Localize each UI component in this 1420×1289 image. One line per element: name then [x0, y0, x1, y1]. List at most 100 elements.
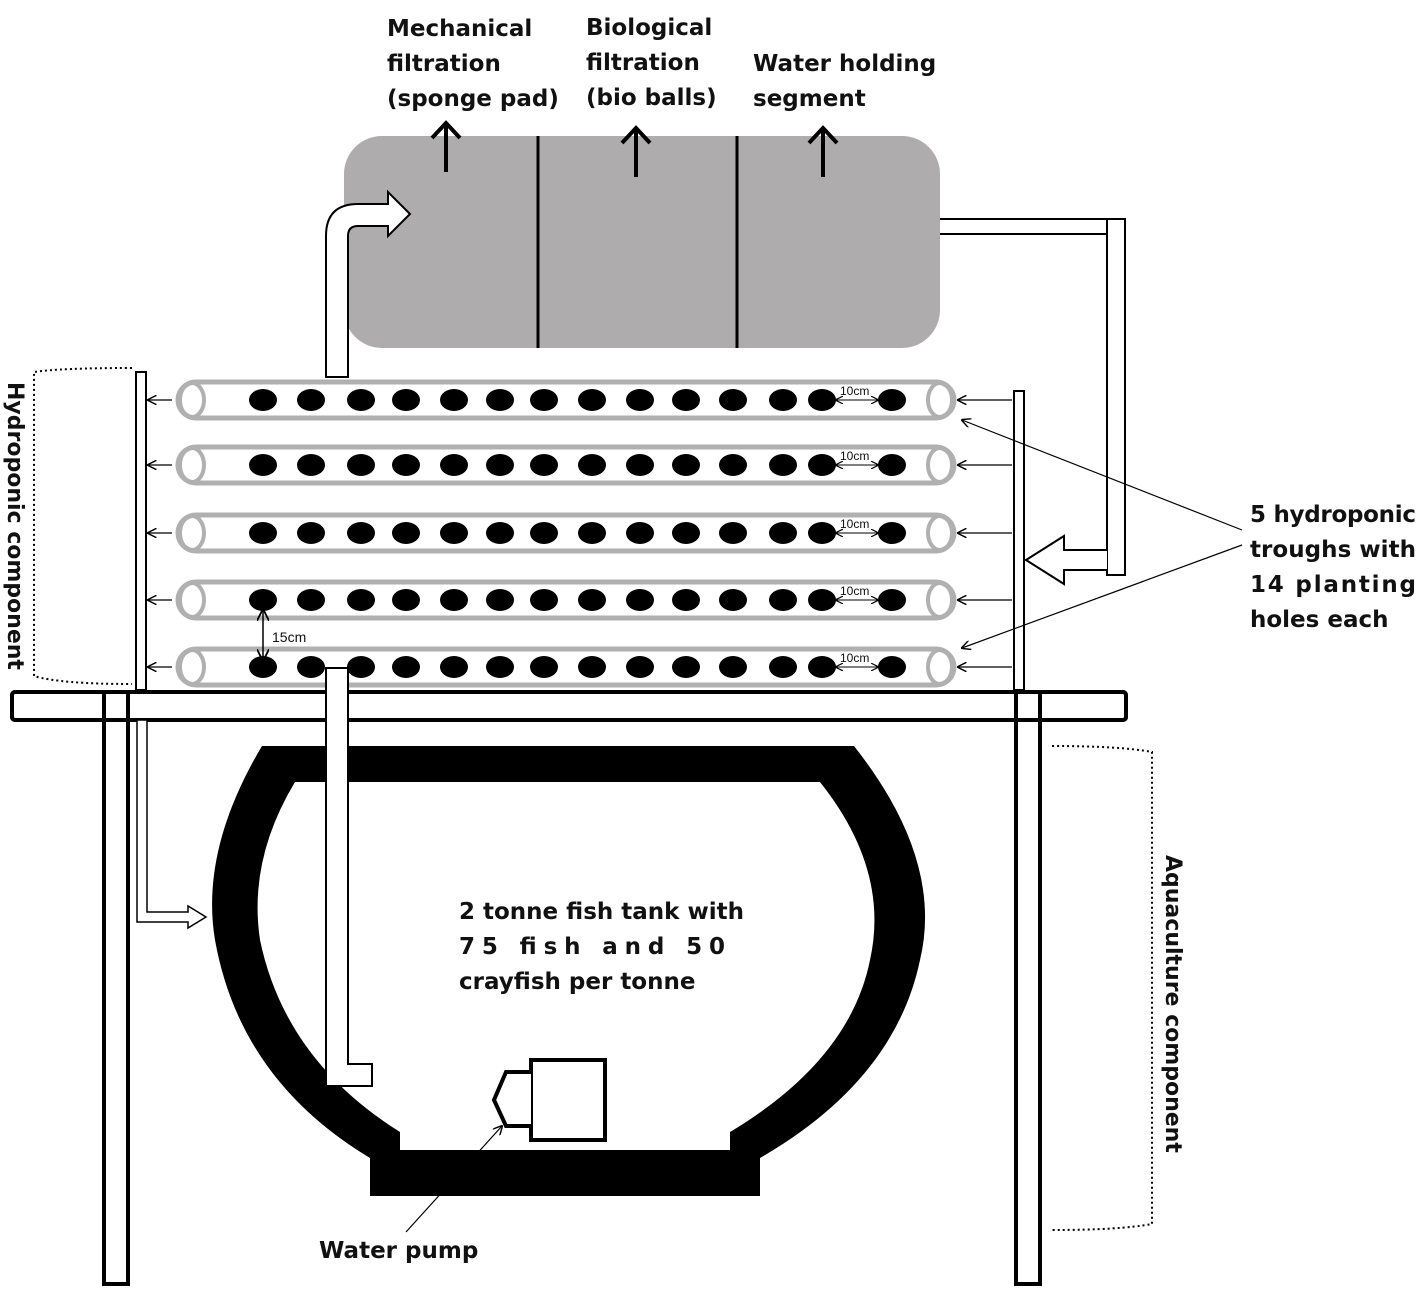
spacing-15cm-label: 15cm	[272, 629, 306, 645]
planting-hole	[297, 589, 325, 611]
pump-body	[529, 1058, 607, 1142]
planting-hole	[808, 589, 836, 611]
planting-hole	[578, 454, 606, 476]
spacing-10cm-label: 10cm	[840, 584, 869, 598]
table-leg-right	[1014, 690, 1042, 1286]
planting-hole	[392, 656, 420, 678]
planting-hole	[578, 522, 606, 544]
planting-hole	[769, 589, 797, 611]
water-pump	[491, 1058, 607, 1142]
planting-hole	[626, 656, 654, 678]
planting-hole	[297, 389, 325, 411]
vertical-spacing-dimension: 15cm	[263, 610, 306, 660]
planting-hole	[878, 389, 906, 411]
water-holding-label: Water holding segment	[753, 51, 944, 112]
pump-intake-icon	[491, 1070, 531, 1128]
planting-hole	[530, 389, 558, 411]
planting-hole	[530, 589, 558, 611]
planting-hole	[347, 656, 375, 678]
planting-hole	[719, 454, 747, 476]
left-return-pipe	[135, 371, 147, 691]
hydroponic-trough: 10cm	[148, 444, 1012, 486]
planting-hole	[672, 454, 700, 476]
planting-hole	[249, 589, 277, 611]
planting-hole	[626, 389, 654, 411]
planting-hole	[672, 389, 700, 411]
planting-hole	[672, 522, 700, 544]
planting-hole	[347, 589, 375, 611]
spacing-10cm-label: 10cm	[840, 651, 869, 665]
spacing-10cm-label: 10cm	[840, 384, 869, 398]
planting-hole	[297, 522, 325, 544]
planting-hole	[440, 454, 468, 476]
planting-hole	[808, 454, 836, 476]
aquaculture-bracket	[1051, 745, 1153, 1231]
hydroponic-trough: 10cm	[148, 579, 1012, 621]
planting-hole	[249, 656, 277, 678]
planting-hole	[878, 522, 906, 544]
up-arrow-icon	[430, 120, 462, 172]
hydroponic-component-label: Hydroponic component	[2, 382, 27, 670]
planting-hole	[878, 656, 906, 678]
planting-hole	[769, 389, 797, 411]
hydroponic-troughs: 10cm 10cm 10cm 10cm 10cm	[148, 379, 1012, 688]
spacing-10cm-label: 10cm	[840, 449, 869, 463]
water-pump-label: Water pump	[319, 1238, 478, 1264]
planting-hole	[578, 389, 606, 411]
planting-hole	[486, 522, 514, 544]
right-supply-pipe	[1013, 390, 1025, 691]
planting-hole	[530, 656, 558, 678]
planting-hole	[769, 522, 797, 544]
planting-hole	[347, 454, 375, 476]
filter-up-arrows	[430, 120, 839, 177]
planting-hole	[808, 389, 836, 411]
filter-tank	[344, 120, 940, 348]
planting-hole	[878, 454, 906, 476]
inlet-pipe-arrow	[325, 189, 412, 378]
up-arrow-icon	[807, 125, 839, 177]
planting-hole	[392, 589, 420, 611]
planting-hole	[249, 522, 277, 544]
spacing-10cm-label: 10cm	[840, 517, 869, 531]
planting-hole	[578, 656, 606, 678]
planting-hole	[878, 589, 906, 611]
planting-hole	[486, 589, 514, 611]
planting-hole	[392, 389, 420, 411]
outlet-pipe	[940, 218, 1126, 586]
pump-pointer	[405, 1126, 502, 1233]
outlet-arrow-icon	[1024, 534, 1107, 586]
planting-hole	[626, 454, 654, 476]
planting-hole	[486, 389, 514, 411]
planting-hole	[249, 389, 277, 411]
planting-hole	[578, 589, 606, 611]
planting-hole	[672, 656, 700, 678]
planting-hole	[719, 522, 747, 544]
planting-hole	[440, 522, 468, 544]
planting-hole	[440, 589, 468, 611]
table-top	[10, 690, 1128, 722]
planting-hole	[440, 389, 468, 411]
planting-hole	[486, 656, 514, 678]
planting-hole	[486, 454, 514, 476]
hydroponic-trough: 10cm	[148, 379, 1012, 421]
trough-label-pointers	[962, 420, 1243, 648]
planting-hole	[530, 522, 558, 544]
mechanical-filtration-label: Mechanical filtration (sponge pad)	[387, 16, 559, 112]
planting-hole	[392, 522, 420, 544]
planting-hole	[672, 589, 700, 611]
drain-pipe-arrow	[136, 719, 208, 930]
planting-hole	[719, 389, 747, 411]
pump-riser-pipe	[325, 667, 373, 1087]
aquaculture-component-label: Aquaculture component	[1160, 855, 1185, 1153]
planting-hole	[392, 454, 420, 476]
planting-hole	[347, 522, 375, 544]
up-arrow-icon	[620, 125, 652, 177]
planting-hole	[719, 589, 747, 611]
planting-hole	[769, 656, 797, 678]
troughs-description-label: 5 hydroponic troughs with 14 planting ho…	[1250, 502, 1420, 633]
fish-tank	[212, 746, 926, 1196]
planting-hole	[808, 656, 836, 678]
biological-filtration-label: Biological filtration (bio balls)	[586, 15, 720, 111]
planting-hole	[297, 656, 325, 678]
